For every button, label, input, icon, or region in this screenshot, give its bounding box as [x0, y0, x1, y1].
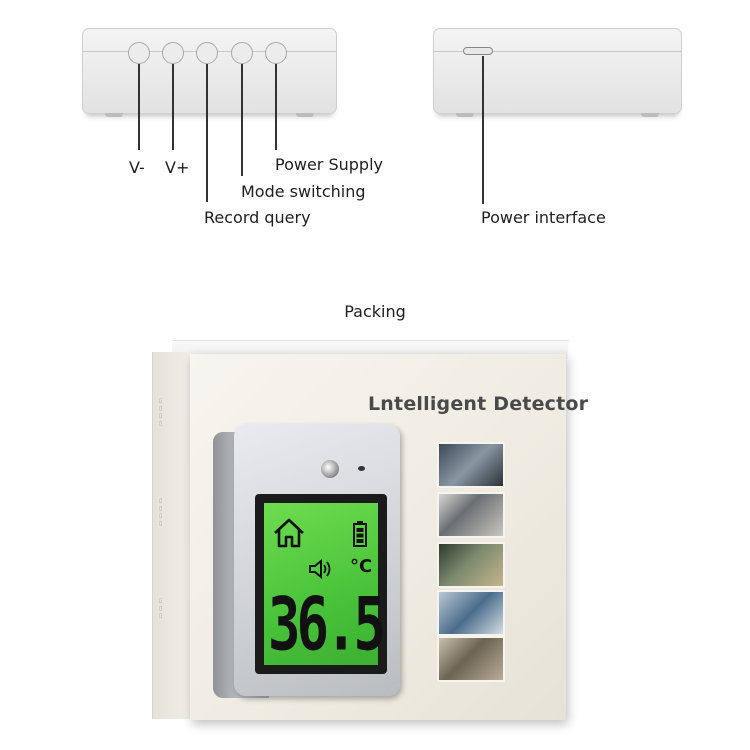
temperature-reading: 36.5 — [268, 582, 386, 668]
section-title-packing: Packing — [344, 302, 406, 321]
home-icon — [274, 518, 304, 548]
temperature-unit: °C — [350, 556, 373, 577]
housing-foot — [641, 113, 659, 117]
usb-c-port — [463, 47, 493, 55]
leader-line-v-minus — [138, 64, 140, 150]
housing-foot — [105, 113, 123, 117]
product-photo-thumbnail — [437, 492, 505, 538]
product-photo-thumbnail — [437, 542, 505, 588]
label-v-plus: V+ — [165, 158, 190, 177]
device-housing-buttons-side — [82, 28, 337, 117]
label-record-query: Record query — [204, 208, 311, 227]
battery-icon — [353, 521, 367, 547]
product-photo-thumbnail — [437, 442, 505, 488]
box-side-face — [152, 352, 195, 719]
v-plus-button — [162, 42, 184, 64]
box-side-print: ▭ ▭ ▭ — [157, 598, 164, 619]
leader-line-power-interface — [482, 56, 484, 204]
label-power-supply: Power Supply — [275, 155, 383, 174]
leader-line-v-plus — [172, 64, 174, 150]
box-side-print: ▭ ▭ ▭ ▭ — [157, 398, 164, 427]
label-v-minus: V- — [129, 158, 145, 177]
leader-line-mode-switching — [241, 64, 243, 176]
product-photo-thumbnail — [437, 590, 505, 636]
record-query-button — [196, 42, 218, 64]
housing-foot — [296, 113, 314, 117]
leader-line-record-query — [206, 64, 208, 202]
product-photo-thumbnail — [437, 636, 505, 682]
leader-line-power-supply — [275, 64, 277, 150]
box-title: Lntelligent Detector — [368, 393, 589, 415]
speaker-icon — [309, 558, 331, 580]
label-power-interface: Power interface — [481, 208, 606, 227]
housing-seam — [434, 51, 681, 52]
label-mode-switching: Mode switching — [241, 182, 366, 201]
device-housing-port-side — [433, 28, 682, 117]
power-supply-button — [265, 42, 287, 64]
infrared-sensor-lens — [321, 460, 339, 478]
housing-foot — [456, 113, 474, 117]
v-minus-button — [128, 42, 150, 64]
mode-switching-button — [231, 42, 253, 64]
distance-sensor-dot — [358, 466, 365, 471]
box-side-print: ▭ ▭ ▭ ▭ — [157, 498, 164, 527]
